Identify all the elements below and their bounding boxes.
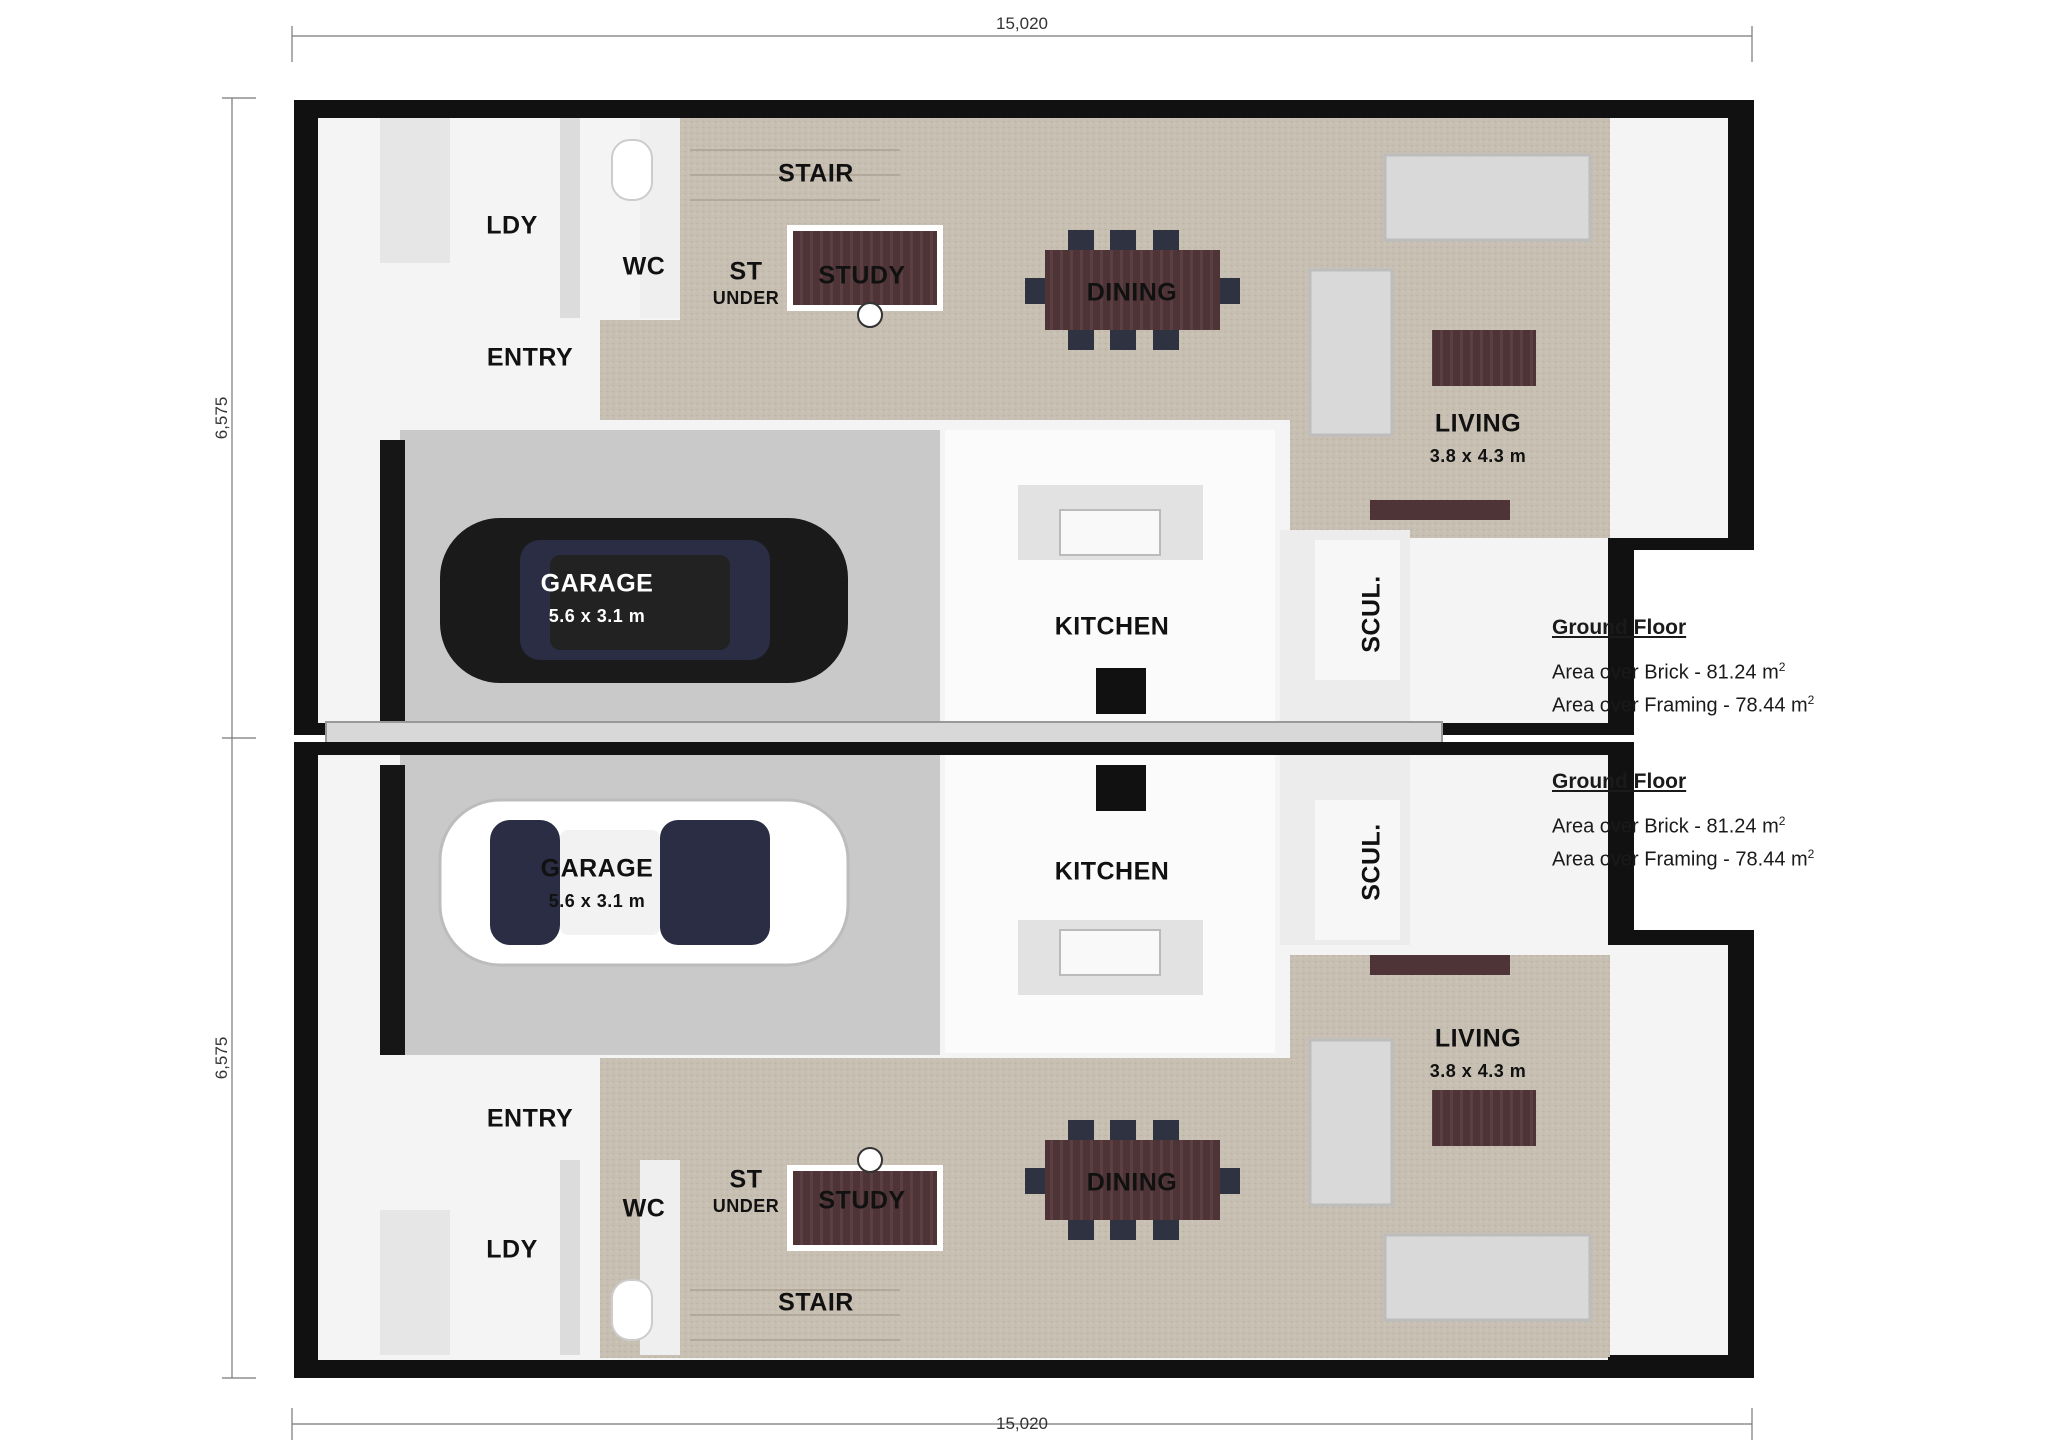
room-label-under: UNDER bbox=[712, 288, 780, 309]
dark-car-icon bbox=[440, 518, 848, 683]
room-size-garage: 5.6 x 3.1 m bbox=[548, 891, 646, 912]
room-label-entry: ENTRY bbox=[486, 1104, 574, 1133]
dim-left-lower: 6,575 bbox=[212, 1036, 231, 1080]
room-label-st: ST bbox=[729, 257, 763, 286]
room-size-living: 3.8 x 4.3 m bbox=[1429, 446, 1527, 467]
area-framing: Area over Framing - 78.44 m bbox=[1552, 694, 1808, 717]
room-label-stair: STAIR bbox=[778, 1288, 854, 1317]
room-label-dining: DINING bbox=[1086, 278, 1178, 307]
area-framing-unit: 2 bbox=[1807, 692, 1815, 707]
area-brick: Area over Brick - 81.24 m bbox=[1552, 661, 1779, 684]
dim-top-width: 15,020 bbox=[996, 14, 1048, 33]
dim-bottom-width: 15,020 bbox=[996, 1414, 1048, 1433]
room-label-garage: GARAGE bbox=[540, 569, 654, 598]
upper-unit bbox=[294, 100, 1754, 735]
area-brick-unit: 2 bbox=[1778, 660, 1786, 674]
room-label-kitchen: KITCHEN bbox=[1054, 612, 1170, 641]
room-label-wc: WC bbox=[622, 1194, 666, 1223]
dim-left-upper: 6,575 bbox=[212, 396, 231, 440]
area-framing: Area over Framing - 78.44 m bbox=[1552, 848, 1808, 871]
area-framing-unit: 2 bbox=[1807, 846, 1815, 861]
room-label-entry: ENTRY bbox=[486, 343, 574, 372]
room-label-laundry: LDY bbox=[486, 1235, 538, 1264]
dimension-lines bbox=[222, 26, 1753, 1440]
room-label-study: STUDY bbox=[818, 261, 906, 290]
cooktop-icon bbox=[1096, 765, 1146, 811]
room-label-living: LIVING bbox=[1434, 1024, 1522, 1053]
area-schedule: Ground Floor Area over Brick - 81.24 m2 … bbox=[1552, 616, 1814, 725]
room-label-dining: DINING bbox=[1086, 1168, 1178, 1197]
room-label-garage: GARAGE bbox=[540, 854, 654, 883]
area-brick-unit: 2 bbox=[1778, 814, 1786, 828]
room-label-scullery: SCUL. bbox=[1357, 823, 1386, 901]
room-size-garage: 5.6 x 3.1 m bbox=[548, 606, 646, 627]
cooktop-icon bbox=[1096, 668, 1146, 714]
room-size-living: 3.8 x 4.3 m bbox=[1429, 1061, 1527, 1082]
room-label-under: UNDER bbox=[712, 1196, 780, 1217]
room-label-stair: STAIR bbox=[778, 159, 854, 188]
room-label-wc: WC bbox=[622, 252, 666, 281]
room-label-kitchen: KITCHEN bbox=[1054, 857, 1170, 886]
white-car-icon bbox=[438, 798, 850, 967]
area-brick: Area over Brick - 81.24 m bbox=[1552, 815, 1779, 838]
area-schedule: Ground Floor Area over Brick - 81.24 m2 … bbox=[1552, 770, 1814, 879]
room-label-study: STUDY bbox=[818, 1186, 906, 1215]
lower-unit bbox=[294, 742, 1754, 1378]
room-label-scullery: SCUL. bbox=[1357, 575, 1386, 653]
room-label-living: LIVING bbox=[1434, 409, 1522, 438]
room-label-laundry: LDY bbox=[486, 211, 538, 240]
area-heading: Ground Floor bbox=[1552, 616, 1687, 639]
area-heading: Ground Floor bbox=[1552, 770, 1687, 793]
room-label-st: ST bbox=[729, 1165, 763, 1194]
